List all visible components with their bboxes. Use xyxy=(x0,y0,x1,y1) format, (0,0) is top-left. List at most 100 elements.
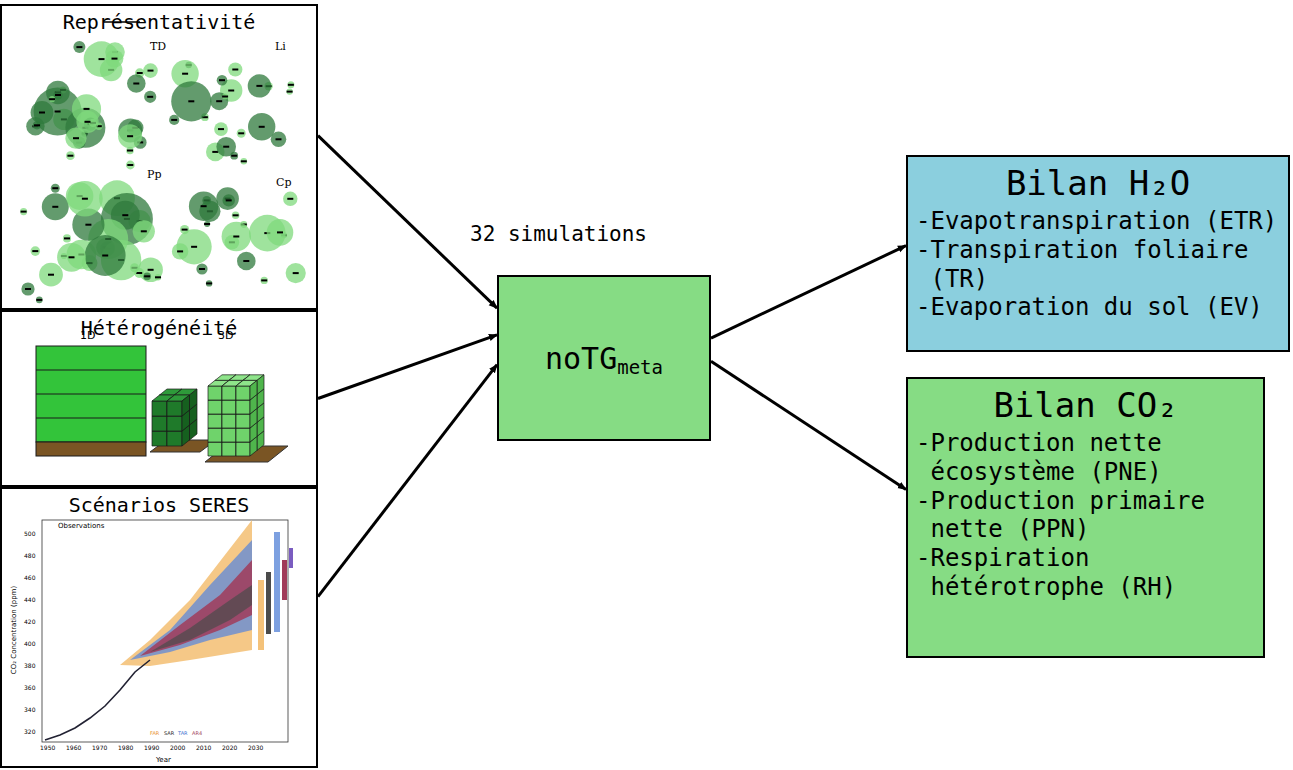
bubble xyxy=(223,194,235,206)
bubble-mark xyxy=(201,205,207,207)
bubble-mark xyxy=(293,272,299,274)
bubble-mark xyxy=(233,236,239,238)
tick-label: 1980 xyxy=(118,744,133,751)
bubble-mark xyxy=(287,91,293,93)
tick-label: 480 xyxy=(24,552,35,559)
bubble xyxy=(39,263,63,287)
cube-face xyxy=(167,416,182,431)
bubble xyxy=(261,277,268,284)
bubble-chart xyxy=(20,41,306,303)
cube-face xyxy=(182,395,190,416)
cube-face xyxy=(190,389,198,410)
bubble-mark xyxy=(241,160,247,162)
bubble xyxy=(222,94,228,100)
tick-label: 1990 xyxy=(144,744,159,751)
model-label: 1D xyxy=(80,329,95,342)
bubble xyxy=(180,225,189,234)
bubble xyxy=(237,252,256,271)
cube-face xyxy=(222,428,236,442)
bubble-mark xyxy=(287,198,293,200)
bubble-mark xyxy=(276,138,282,140)
tick-label: 1950 xyxy=(40,744,55,751)
annotation: 32 simulations xyxy=(470,222,647,246)
bubble-mark xyxy=(127,150,133,152)
bubble-mark xyxy=(67,155,73,157)
cube-face xyxy=(167,431,182,446)
bubble xyxy=(155,274,161,280)
bubble-mark xyxy=(206,282,212,284)
tick-label: 420 xyxy=(24,618,35,625)
tick-label: 440 xyxy=(24,596,35,603)
report-label: TAR xyxy=(178,730,188,736)
bubble-mark xyxy=(34,124,40,126)
bubble xyxy=(189,192,218,221)
bubble-mark xyxy=(49,98,55,100)
bubble xyxy=(216,187,239,210)
bubble xyxy=(143,272,151,280)
bubble xyxy=(67,181,103,217)
cube-face xyxy=(208,386,222,400)
cube-face xyxy=(236,428,250,442)
bubble xyxy=(171,81,211,121)
bubble xyxy=(49,96,55,102)
bubble xyxy=(144,91,156,103)
bubble-mark xyxy=(288,84,294,86)
bubble-mark xyxy=(69,256,75,258)
arrow-connector xyxy=(318,365,497,597)
arrow-connector xyxy=(711,361,906,489)
bubble-mark xyxy=(21,211,27,213)
cube-face xyxy=(236,400,250,414)
bubble xyxy=(51,184,60,193)
tick-label: 360 xyxy=(24,684,35,691)
bubble xyxy=(206,280,212,286)
bubble xyxy=(127,74,146,93)
bubble xyxy=(172,243,188,259)
cube-face xyxy=(236,386,250,400)
bubble xyxy=(248,74,271,97)
cube-face xyxy=(257,375,264,395)
tick-label: 2030 xyxy=(248,744,263,751)
tick-label: 400 xyxy=(24,640,35,647)
bubble xyxy=(216,137,236,157)
bubble-mark xyxy=(64,237,70,239)
bubble-mark xyxy=(133,83,139,85)
quadrant-label: TD xyxy=(150,40,166,53)
bubble-mark xyxy=(25,288,31,290)
panel-box: Scénarios SERES xyxy=(0,487,318,768)
bubble-mark xyxy=(226,199,232,201)
bubble-mark xyxy=(232,69,238,71)
arrow-connector xyxy=(711,246,906,339)
bubble-mark xyxy=(55,111,61,113)
bubble-mark xyxy=(223,146,229,148)
bubble-mark xyxy=(233,214,239,216)
tick-label: 460 xyxy=(24,574,35,581)
bubble-mark xyxy=(48,274,54,276)
bubble-mark xyxy=(39,112,45,114)
tick-label: 1970 xyxy=(92,744,107,751)
axis-title: CO₂ Concentration (ppm) xyxy=(10,586,18,674)
cube-face xyxy=(222,442,236,456)
bubble-mark xyxy=(122,214,128,216)
bubble-mark xyxy=(76,46,82,48)
bubble xyxy=(57,243,86,272)
cube-face xyxy=(152,431,167,446)
bubble-mark xyxy=(204,223,210,225)
cube-face xyxy=(167,401,182,416)
bubble-mark xyxy=(228,90,234,92)
bubble xyxy=(286,88,292,94)
bubble-mark xyxy=(231,155,237,157)
cube-face xyxy=(222,414,236,428)
cube-face xyxy=(250,380,257,400)
bubble xyxy=(286,263,306,283)
bubble xyxy=(31,101,54,124)
arrow-connector xyxy=(318,136,497,309)
bubble xyxy=(36,297,43,304)
tick-label: 2000 xyxy=(170,744,185,751)
list-item: -Respiration hétérotrophe (RH) xyxy=(916,544,1255,602)
one-d-column xyxy=(36,346,146,456)
bubble xyxy=(20,208,27,215)
box-title: Bilan CO₂ xyxy=(916,385,1255,425)
bubble-mark xyxy=(32,250,38,252)
bubble xyxy=(84,41,120,77)
